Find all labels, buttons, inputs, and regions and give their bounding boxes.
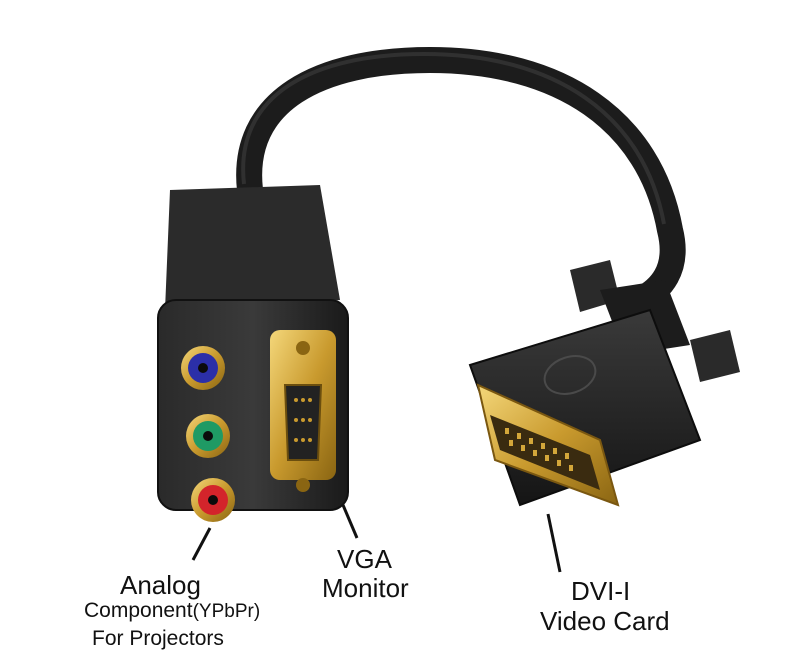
analog-label-line1: Analog <box>120 570 201 600</box>
pointer-line-dvi <box>546 513 562 573</box>
dvi-label-line2: Video Card <box>540 606 670 636</box>
rca-red-jack <box>191 478 235 522</box>
analog-label-ypbpr: (YPbPr) <box>192 601 261 622</box>
rca-green-jack <box>186 414 230 458</box>
vga-label-line2: Monitor <box>322 573 409 603</box>
analog-label-line2: Component(YPbPr) <box>84 600 260 621</box>
vga-port <box>270 330 336 492</box>
dvi-connector <box>468 260 740 507</box>
analog-label-component: Component <box>84 599 193 622</box>
analog-label-line3: For Projectors <box>92 627 224 650</box>
vga-label-line1: VGA <box>337 544 392 574</box>
pointer-line-analog <box>191 527 212 561</box>
cable <box>236 46 686 313</box>
rca-blue-jack <box>181 346 225 390</box>
dvi-label-line1: DVI-I <box>571 576 631 606</box>
pointer-line-vga <box>341 504 359 539</box>
